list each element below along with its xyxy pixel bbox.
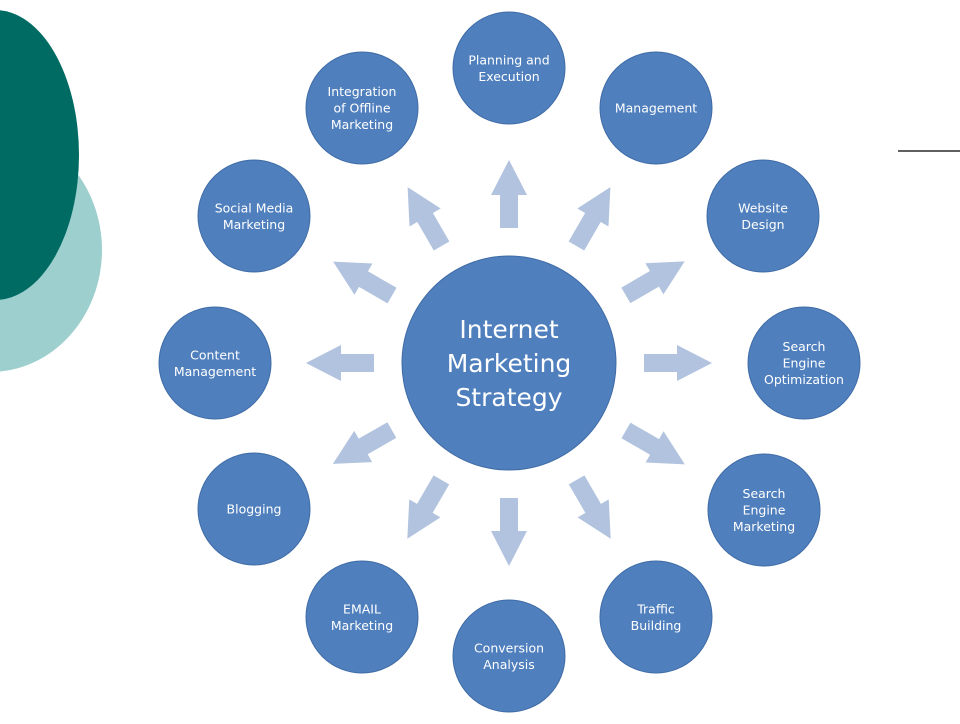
node-circle	[747, 306, 861, 420]
node-label-line: Design	[741, 217, 784, 232]
node-label-line: Website	[738, 200, 788, 215]
node-label-line: Planning and	[468, 52, 549, 67]
node-circle	[452, 599, 566, 713]
arrow-management	[568, 187, 611, 251]
arrow-conversion-analysis	[491, 498, 527, 566]
node-label-line: Marketing	[733, 519, 795, 534]
arrow-traffic-building	[568, 475, 611, 539]
node-circle	[197, 159, 311, 273]
node-label-line: Social Media	[215, 200, 294, 215]
node-label-line: Search	[743, 486, 786, 501]
node-label-line: Integration	[328, 84, 397, 99]
arrow-content-management	[306, 345, 374, 381]
arrows-group	[306, 160, 712, 566]
center-label-line: Marketing	[447, 349, 572, 378]
node-label-line: Content	[190, 347, 240, 362]
node-label-line: Conversion	[474, 640, 544, 655]
arrow-email-marketing	[407, 475, 450, 539]
node-circle	[158, 306, 272, 420]
arrow-social-media-marketing	[333, 261, 397, 304]
deco-dark-teal-shape	[0, 10, 79, 300]
arrow-search-engine-optimization	[644, 345, 712, 381]
nodes-group: Planning andExecutionManagementWebsiteDe…	[158, 11, 861, 713]
node-label-line: Execution	[478, 69, 539, 84]
node-circle	[197, 452, 311, 566]
node-circle	[305, 560, 419, 674]
node-label-line: Management	[615, 101, 697, 116]
node-label-line: Management	[174, 364, 256, 379]
node-label-line: Building	[631, 618, 682, 633]
node-circle	[706, 159, 820, 273]
node-label-line: Marketing	[331, 618, 393, 633]
node-label-line: Blogging	[227, 502, 282, 517]
arrow-blogging	[332, 422, 397, 464]
node-label-line: Engine	[783, 356, 826, 371]
node-label-line: Traffic	[636, 601, 675, 616]
node-label-line: Marketing	[223, 217, 285, 232]
node-management: Management	[599, 51, 713, 165]
arrow-integration-of-offline-marketing	[407, 187, 450, 251]
node-circle	[707, 453, 821, 567]
node-label-line: Search	[783, 339, 826, 354]
node-circle	[452, 11, 566, 125]
node-circle	[599, 560, 713, 674]
center-circle	[401, 255, 617, 471]
node-circle	[305, 51, 419, 165]
node-label-line: Analysis	[483, 657, 535, 672]
arrow-website-design	[621, 261, 685, 304]
node-label-line: Marketing	[331, 117, 393, 132]
node-blogging: Blogging	[197, 452, 311, 566]
center-label-line: Strategy	[455, 383, 562, 412]
arrow-planning-and-execution	[491, 160, 527, 228]
node-label-line: of Offline	[333, 101, 390, 116]
node-label-line: Optimization	[764, 372, 844, 387]
arrow-search-engine-marketing	[621, 422, 685, 465]
node-label-line: EMAIL	[343, 601, 381, 616]
decorative-shapes	[0, 10, 102, 372]
node-email-marketing: EMAIL Marketing	[305, 560, 419, 674]
node-label-line: Engine	[743, 503, 786, 518]
center-label-line: Internet	[459, 315, 558, 344]
node-circle	[599, 51, 713, 165]
